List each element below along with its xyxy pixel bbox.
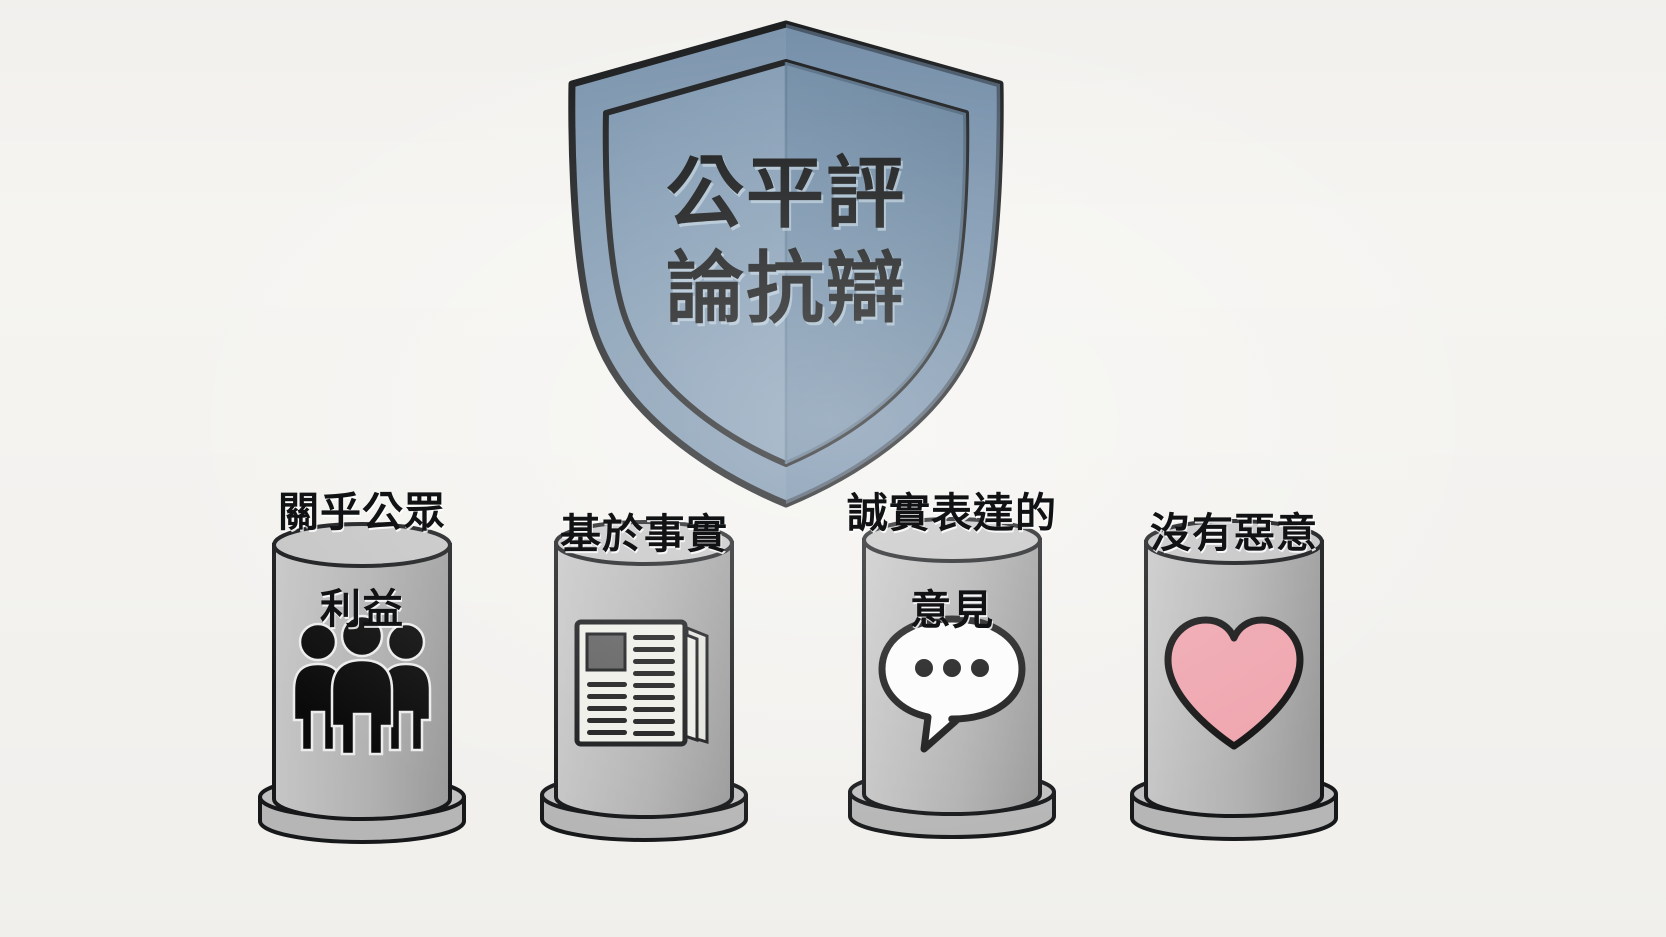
pillar-label-line-1: 基於事實 [560,511,728,558]
pillar-label-no-malice: 沒有惡意 [1102,461,1366,558]
pillar-shaft [554,541,734,819]
pillar-label-public-interest: 關乎公眾 利益 [230,440,494,634]
pillar-label-line-1: 沒有惡意 [1150,510,1318,557]
pillar-label-line-2: 意見 [910,587,994,634]
pillar-shaft [1144,540,1324,818]
pillar-label-line-2: 利益 [320,586,404,633]
pillar-label-honest-opinion: 誠實表達的 意見 [820,441,1084,635]
pillar-body-based-on-fact [534,519,754,849]
shield-inner-shade [786,62,967,464]
pillar-label-line-1: 關乎公眾 [278,489,446,536]
pillar-body-no-malice [1124,518,1344,848]
pillar-label-line-1: 誠實表達的 [847,490,1057,537]
pillar-label-based-on-fact: 基於事實 [512,462,776,559]
pillar-top-ellipse [272,522,452,568]
pillar-top-ellipse [862,517,1042,563]
shield-emblem: 公平評 論抗辯 [556,18,1016,510]
pillar-top-ellipse [554,520,734,566]
pillar-top-ellipse [1144,519,1324,565]
